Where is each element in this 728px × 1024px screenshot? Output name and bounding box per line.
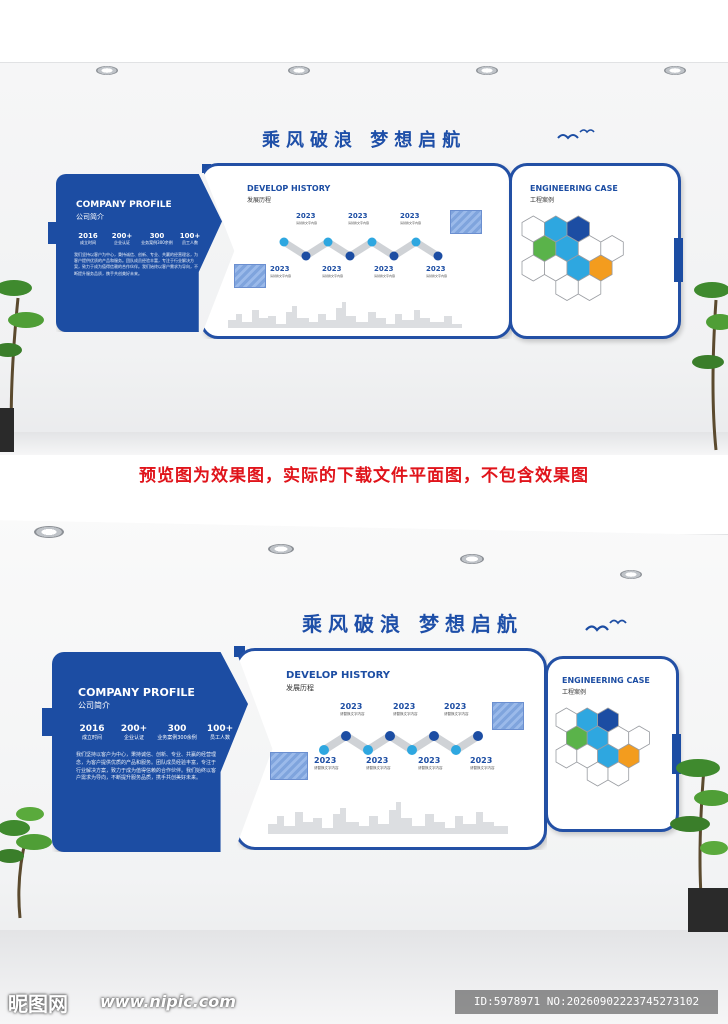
history-photo [450,210,482,234]
profile-side-tab [42,708,52,736]
timeline-event: 请替换文字内容 [340,712,365,716]
profile-subtitle: 公司简介 [78,701,110,710]
timeline-year: 2023 [366,756,389,765]
history-title: DEVELOP HISTORY [286,670,391,681]
stat-employees: 100+员工人数 [179,232,201,245]
hexagon-grid [521,215,624,301]
timeline-year: 2023 [340,702,363,711]
slogan: 乘风破浪 梦想启航 [302,612,523,636]
timeline-event: 请替换文字内容 [322,274,344,278]
timeline-year: 2023 [444,702,467,711]
watermark-url: www.nipic.com [100,992,236,1011]
timeline-event: 请替换文字内容 [314,766,339,770]
timeline-event: 请替换文字内容 [270,274,292,278]
engineering-title: ENGINEERING CASE [562,676,650,685]
history-photo [492,702,524,730]
potted-plant-icon [0,807,52,919]
engineering-side-tab [672,734,681,774]
profile-title: COMPANY PROFILE [78,686,195,699]
history-subtitle: 发展历程 [247,197,272,204]
timeline-year: 2023 [400,212,420,220]
potted-plant-icon [0,280,44,452]
floor [0,432,728,455]
timeline-year: 2023 [270,265,290,273]
history-photo [234,264,266,288]
ceiling-light [288,66,310,75]
ceiling-light [460,554,484,564]
timeline-event: 请替换文字内容 [393,712,418,716]
profile-side-tab [48,222,56,244]
timeline-year: 2023 [418,756,441,765]
profile-title: COMPANY PROFILE [76,200,172,210]
watermark-logo: 昵图网 [8,992,68,1016]
history-subtitle: 发展历程 [286,684,314,692]
stat-certification: 200+企业认证 [120,724,148,741]
timeline-event: 请替换文字内容 [366,766,391,770]
ceiling [0,498,728,535]
timeline-event: 请替换文字内容 [348,221,370,225]
ceiling-light [268,544,294,554]
timeline-event: 请替换文字内容 [426,274,448,278]
timeline-year: 2023 [348,212,368,220]
profile-paragraph: 我们坚持以客户为中心，秉持诚信、创新、专业、共赢的经营理念，为客户提供优质的产品… [74,252,198,276]
timeline-event: 请替换文字内容 [400,221,422,225]
engineering-title: ENGINEERING CASE [530,184,618,193]
timeline-event: 请替换文字内容 [374,274,396,278]
profile-paragraph: 我们坚持以客户为中心，秉持诚信、创新、专业、共赢的经营理念，为客户提供优质的产品… [76,752,217,782]
stat-certification: 200+企业认证 [111,232,133,245]
history-photo [270,752,308,780]
timeline-event: 请替换文字内容 [296,221,318,225]
timeline-year: 2023 [296,212,316,220]
stat-employees: 100+员工人数 [206,724,234,741]
timeline-year: 2023 [314,756,337,765]
birds-icon [585,619,627,632]
timeline-zigzag [279,237,443,261]
timeline-event: 请替换文字内容 [470,766,495,770]
watermark-id: ID:5978971 NO:20260902223745273102 [455,990,718,1014]
engineering-side-tab [674,238,683,282]
hexagon-tile [607,761,630,787]
engineering-subtitle: 工程案例 [530,197,555,204]
ceiling-light [476,66,498,75]
deco-square [234,646,245,657]
engineering-subtitle: 工程案例 [562,689,587,696]
potted-plant-icon [670,759,728,932]
timeline-event: 请替换文字内容 [418,766,443,770]
preview-notice-banner: 预览图为效果图，实际的下载文件平面图，不包含效果图 [0,455,728,498]
city-skyline-icon [268,802,508,834]
profile-subtitle: 公司简介 [76,213,104,221]
timeline-year: 2023 [470,756,493,765]
birds-icon [557,129,595,140]
timeline-year: 2023 [426,265,446,273]
slogan: 乘风破浪 梦想启航 [262,130,467,151]
hexagon-grid [555,707,650,787]
timeline-zigzag [319,731,483,755]
potted-plant-icon [692,282,728,451]
timeline-year: 2023 [322,265,342,273]
ceiling [0,0,728,63]
history-title: DEVELOP HISTORY [247,184,331,193]
ceiling-light [96,66,118,75]
timeline-year: 2023 [374,265,394,273]
ceiling-light [34,526,64,538]
timeline-event: 请替换文字内容 [444,712,469,716]
timeline-year: 2023 [393,702,416,711]
ceiling-light [620,570,642,579]
ceiling-light [664,66,686,75]
city-skyline-icon [228,302,462,328]
hexagon-tile [577,274,602,301]
